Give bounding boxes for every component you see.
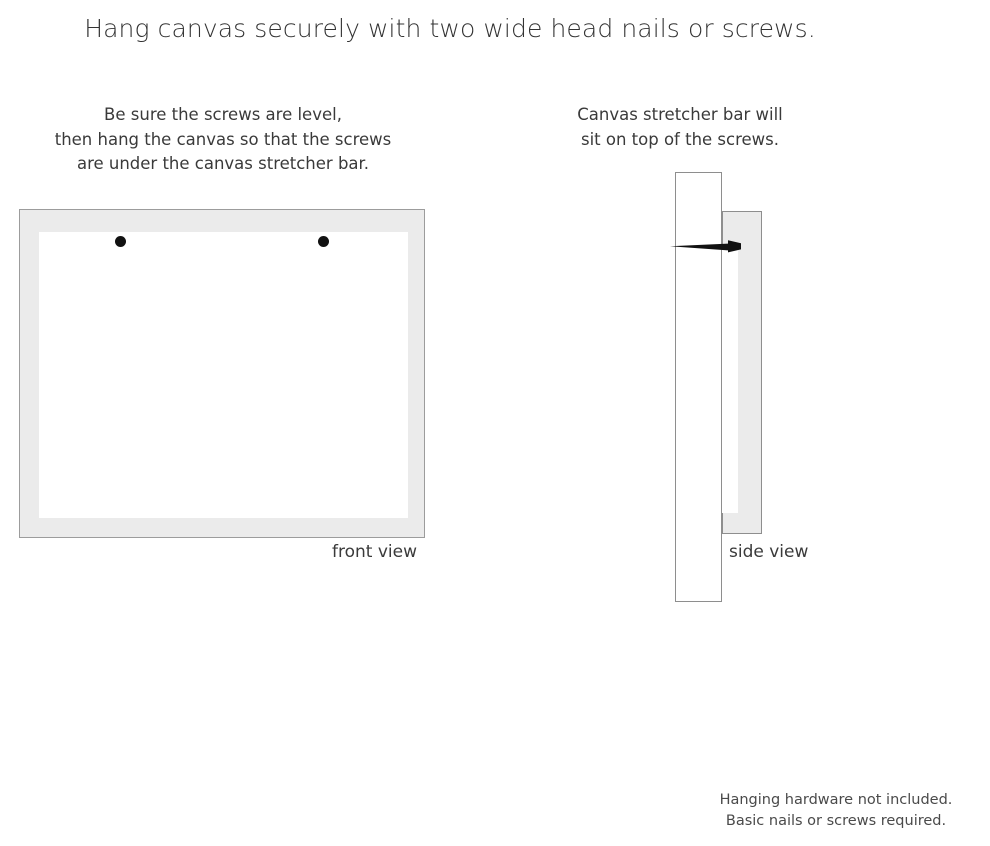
front-view-instruction-line-3: are under the canvas stretcher bar. [76,154,370,173]
side-view-instruction-line-2: sit on top of the screws. [580,129,780,149]
side-view-diagram [660,165,860,615]
side-view-instruction-line-1: Canvas stretcher bar will [577,105,783,124]
footer-note-line-1: Hanging hardware not included. [719,792,953,808]
page-title: Hang canvas securely with two wide head … [84,14,816,43]
front-view-diagram [19,209,425,538]
canvas-face [39,232,408,518]
front-view-label: front view [332,542,417,562]
side-view-label: side view [729,542,809,562]
wall-plane [675,172,722,602]
screw-dot-right-icon [318,236,329,247]
front-view-instruction-line-1: Be sure the screws are level, [104,105,342,124]
front-view-instruction-line-2: then hang the canvas so that the screws [54,129,392,149]
footer-note-line-2: Basic nails or screws required. [725,813,947,829]
side-view-instructions: Canvas stretcher bar will sit on top of … [540,103,820,152]
footer-note: Hanging hardware not included. Basic nai… [690,790,982,832]
front-view-instructions: Be sure the screws are level, then hang … [8,103,438,177]
screw-dot-left-icon [115,236,126,247]
nail-icon [670,240,741,253]
stretcher-bar-inset [722,245,738,513]
